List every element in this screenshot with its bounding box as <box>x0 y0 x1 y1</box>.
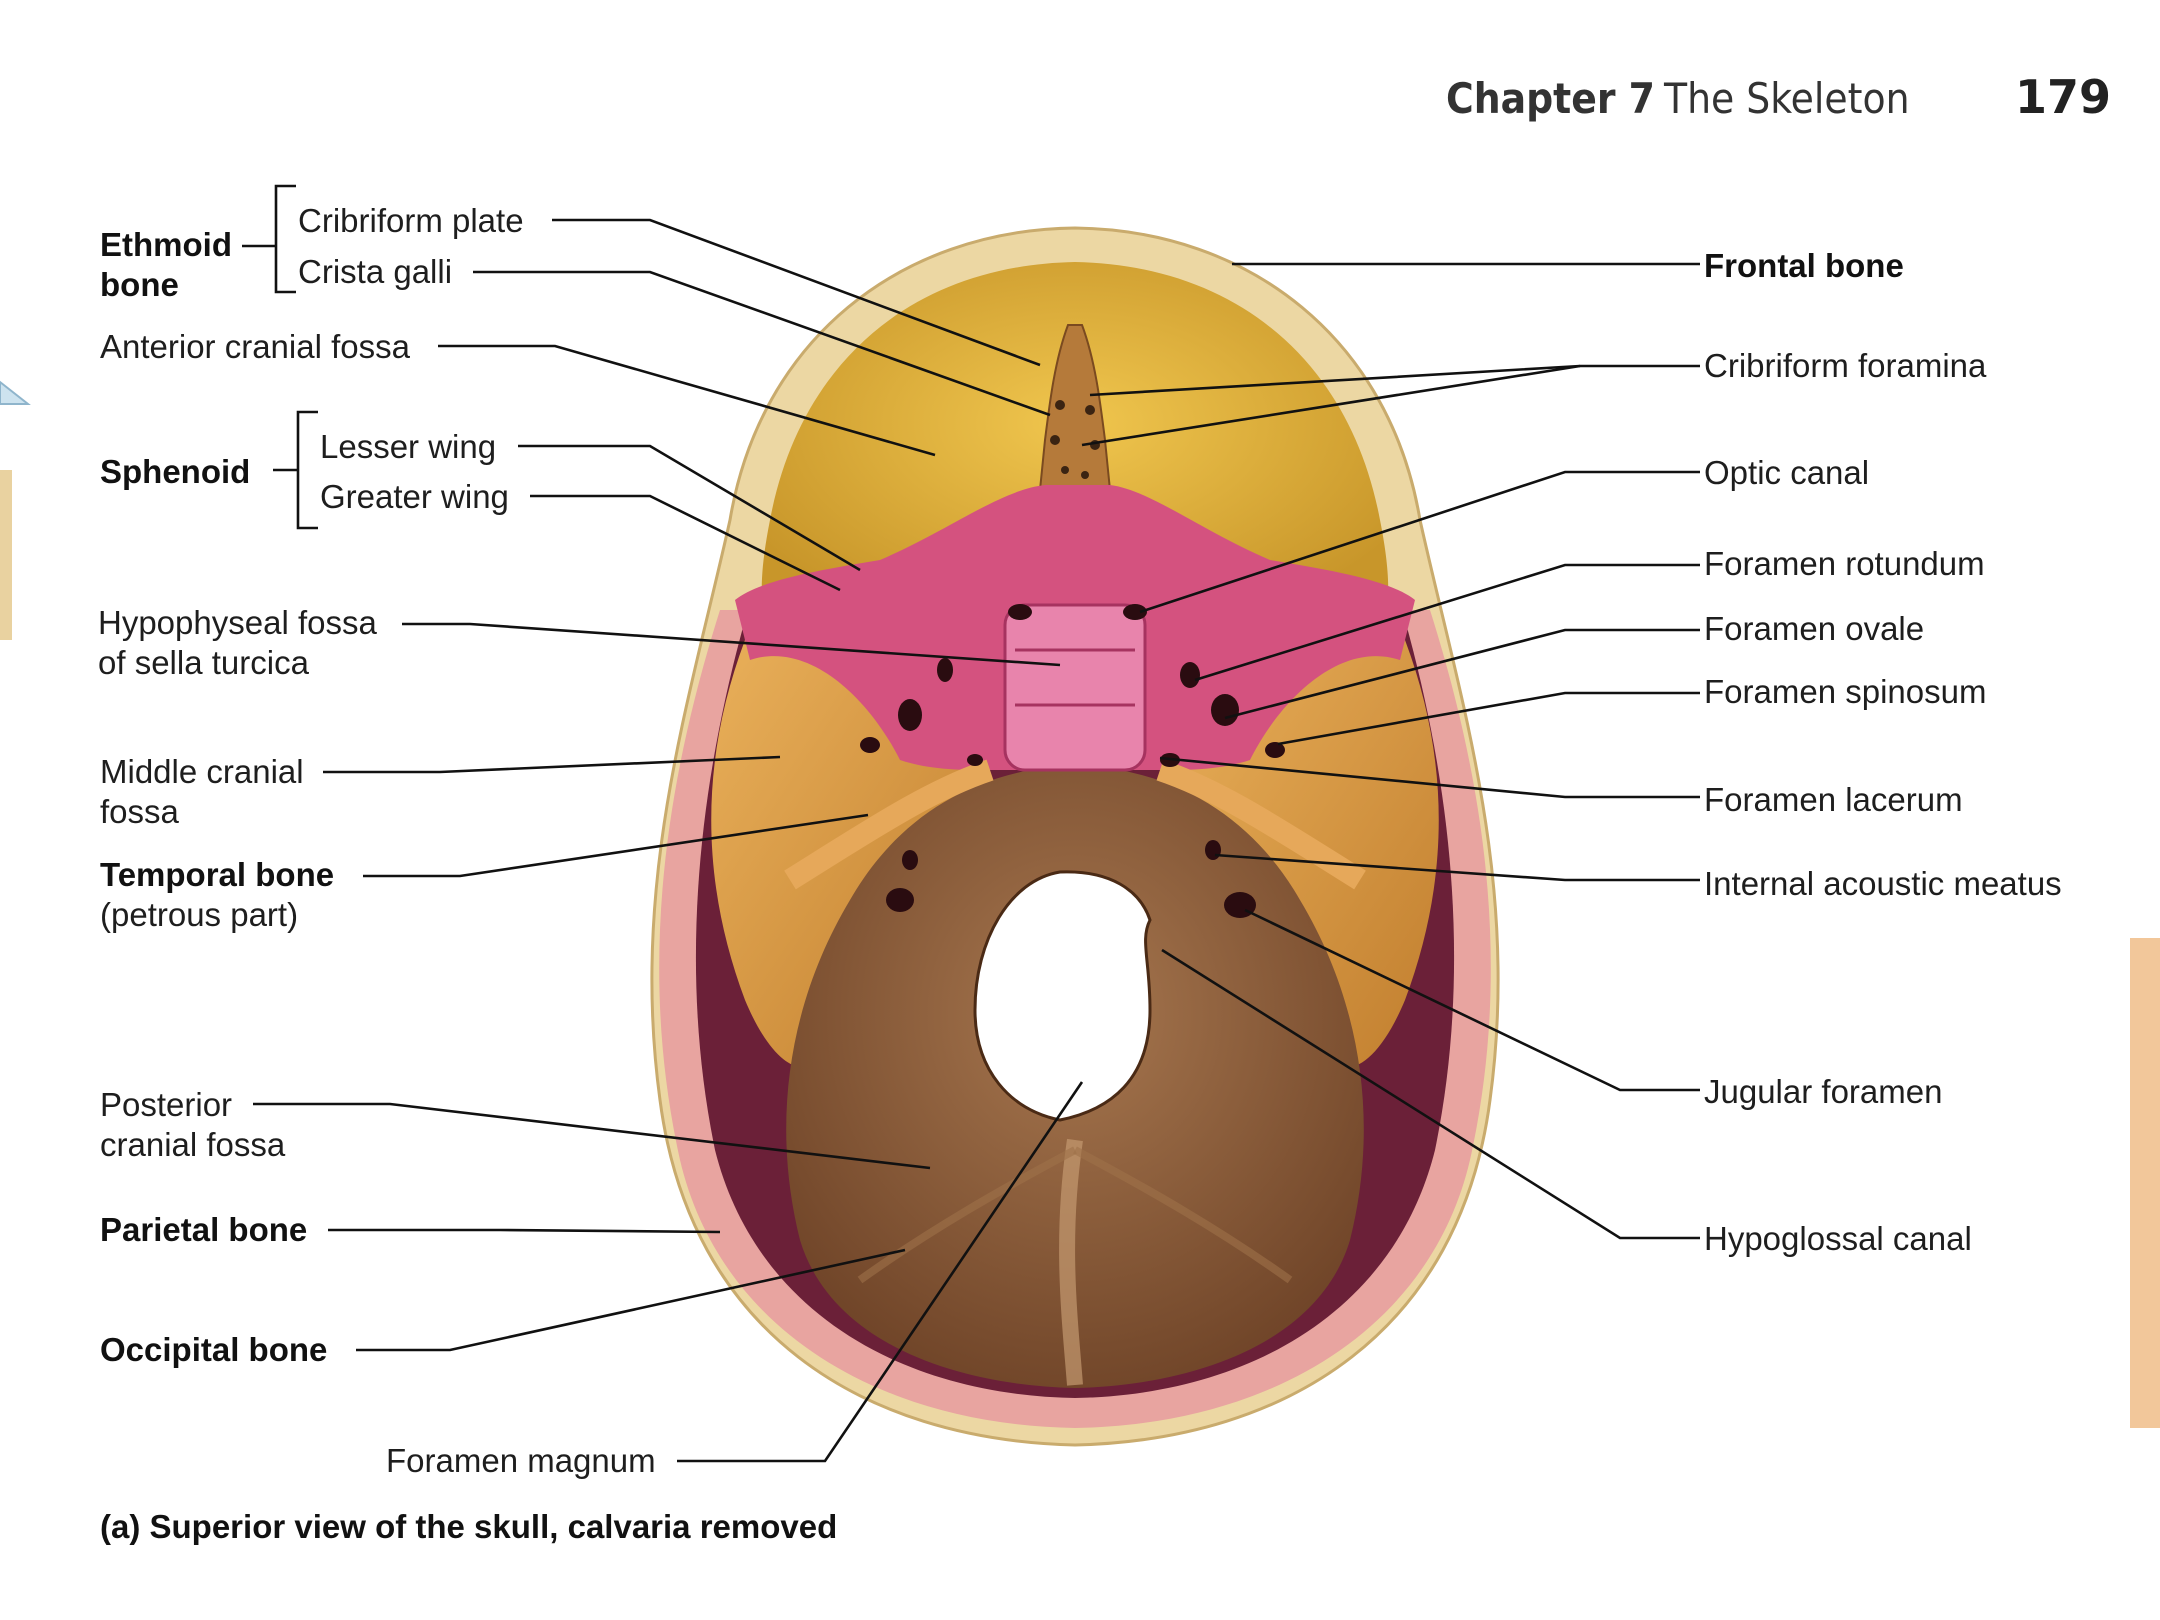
label-internal-acoustic-meatus: Internal acoustic meatus <box>1704 865 2062 902</box>
hypophyseal-line1: Hypophyseal fossa <box>98 604 377 641</box>
foramen-magnum-hole <box>973 870 1152 1122</box>
middle-line2: fossa <box>100 793 179 830</box>
label-sphenoid: Sphenoid <box>100 453 251 490</box>
leader-lines <box>242 184 1700 1463</box>
middle-line1: Middle cranial <box>100 753 304 790</box>
label-optic-canal: Optic canal <box>1704 454 1870 491</box>
posterior-line2: cranial fossa <box>100 1126 286 1163</box>
label-foramen-magnum: Foramen magnum <box>386 1442 656 1479</box>
ethmoid-line2: bone <box>100 266 179 303</box>
label-crista-galli: Crista galli <box>298 253 453 290</box>
side-tab <box>2130 938 2160 1428</box>
sella-turcica-shape <box>1003 603 1147 772</box>
temporal-line2: (petrous part) <box>100 896 299 933</box>
page-number: 179 <box>2015 70 2112 124</box>
ethmoid-line1: Ethmoid <box>100 226 232 263</box>
figure-caption: (a) Superior view of the skull, calvaria… <box>100 1508 838 1545</box>
label-frontal-bone: Frontal bone <box>1704 247 1904 284</box>
label-parietal-bone: Parietal bone <box>100 1211 308 1248</box>
label-hypophyseal-fossa: Hypophyseal fossa of sella turcica <box>98 603 377 683</box>
label-lesser-wing: Lesser wing <box>320 428 497 465</box>
posterior-line1: Posterior <box>100 1086 233 1123</box>
foramina-holes <box>860 604 1285 918</box>
label-posterior-cranial-fossa: Posterior cranial fossa <box>100 1085 285 1165</box>
label-ethmoid: Ethmoid bone <box>100 225 232 305</box>
label-greater-wing: Greater wing <box>320 478 509 515</box>
label-foramen-spinosum: Foramen spinosum <box>1704 673 1987 710</box>
label-jugular-foramen: Jugular foramen <box>1704 1073 1943 1110</box>
label-cribriform-foramina: Cribriform foramina <box>1704 347 1987 384</box>
label-anterior-cranial-fossa: Anterior cranial fossa <box>100 328 410 365</box>
label-cribriform-plate: Cribriform plate <box>298 202 524 239</box>
label-temporal-bone: Temporal bone (petrous part) <box>100 855 334 935</box>
label-foramen-lacerum: Foramen lacerum <box>1704 781 1963 818</box>
label-occipital-bone: Occipital bone <box>100 1331 328 1368</box>
label-foramen-ovale: Foramen ovale <box>1704 610 1925 647</box>
chapter-label: Chapter 7 <box>1446 74 1655 123</box>
temporal-line1: Temporal bone <box>100 856 335 893</box>
chapter-title: The Skeleton <box>1664 74 1910 123</box>
label-hypoglossal-canal: Hypoglossal canal <box>1704 1220 1972 1257</box>
hypophyseal-line2: of sella turcica <box>98 644 309 681</box>
label-foramen-rotundum: Foramen rotundum <box>1704 545 1985 582</box>
partial-figure-left <box>0 380 31 405</box>
label-middle-cranial-fossa: Middle cranial fossa <box>100 752 304 832</box>
